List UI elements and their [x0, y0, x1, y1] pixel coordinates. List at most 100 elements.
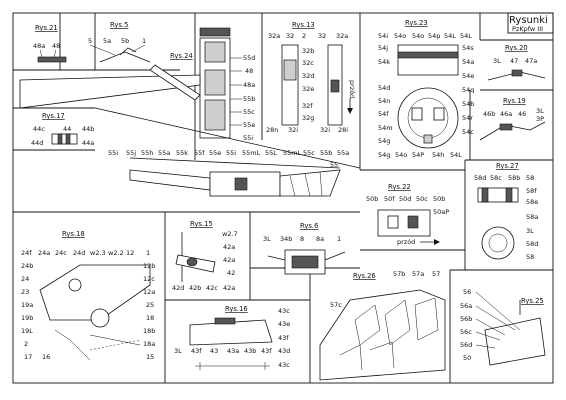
part-label: 32 — [286, 32, 294, 40]
part-label: 57c — [330, 301, 342, 309]
panel-borders — [12, 12, 554, 384]
part-label: 55k — [176, 149, 188, 157]
part-label: 54j — [378, 44, 388, 52]
part-label: 54o — [412, 32, 424, 40]
figure-rys25: Rys.25 56 56a 56b 56c 56d 50 — [460, 288, 546, 366]
part-label: 43c — [278, 307, 290, 315]
figure-title: Rys.15 — [190, 220, 213, 228]
figure-rys16: Rys.16 43c 43e 43f 3L 43f 43 43a 43b 43f… — [174, 305, 290, 370]
part-label: 3P — [536, 115, 544, 123]
part-label: 43e — [278, 320, 290, 328]
part-label: 57a — [412, 270, 424, 278]
part-label: 44d — [31, 139, 43, 147]
part-label: 47 — [510, 57, 518, 65]
part-label: 58f — [526, 187, 537, 195]
part-label: 2 — [24, 340, 28, 348]
part-label: 44b — [82, 125, 94, 133]
figure-title: Rys.6 — [300, 222, 318, 230]
sheet-subtitle: PzKpfw III — [512, 25, 543, 33]
part-label: 54k — [378, 58, 390, 66]
figure-rys6: Rys.6 3L 34b 8 8a 1 — [263, 222, 346, 275]
part-label: 57 — [432, 270, 440, 278]
part-label: 54p — [428, 32, 440, 40]
part-label: 46b — [483, 110, 495, 118]
figure-rys5: Rys.5 5 5a 5b 1 — [88, 21, 151, 63]
part-label: 54n — [378, 97, 390, 105]
part-label: 3L — [174, 347, 182, 355]
part-label: 43f — [191, 347, 202, 355]
part-label: 54i — [378, 32, 388, 40]
part-label: 57b — [393, 270, 405, 278]
part-label: 18b — [143, 327, 155, 335]
part-label: 55L — [265, 149, 277, 157]
part-label: 48 — [245, 67, 253, 75]
figure-title: Rys.18 — [62, 230, 85, 238]
figure-rys23: Rys.23 54i 54o 54o 54p 54L 54L 54j 54k 5… — [378, 19, 474, 159]
part-label: 58b — [508, 174, 520, 182]
part-label: 54o — [394, 32, 406, 40]
part-label: 54g — [378, 137, 390, 145]
part-label: 12a — [143, 288, 155, 296]
part-label: 54c — [462, 128, 474, 136]
figure-rys27: Rys.27 58d 58c 58b 58 58f 58e 58a 3L 58d… — [474, 162, 538, 261]
part-label: 1 — [337, 235, 341, 243]
part-label: 12b — [143, 262, 155, 270]
part-label: 5 — [88, 37, 92, 45]
figure-title: Rys.20 — [505, 44, 528, 52]
part-label: 46a — [500, 110, 512, 118]
part-label: 55b — [320, 149, 332, 157]
part-label: 55a — [158, 149, 170, 157]
part-label: 17 — [24, 353, 32, 361]
part-label: 44a — [82, 139, 94, 147]
part-label: 55e — [209, 149, 221, 157]
part-label: 54q — [462, 86, 474, 94]
sheet-title: Rysunki — [509, 15, 548, 26]
part-label: 16 — [42, 353, 50, 361]
part-label: 43c — [278, 361, 290, 369]
part-label: 32d — [302, 72, 314, 80]
part-label: 55d — [243, 54, 255, 62]
part-label: 2 — [302, 32, 306, 40]
part-label: 1 — [146, 249, 150, 257]
part-label: 54b — [462, 100, 474, 108]
rys18-labels: 24f 24a 24c 24d w2.3 w2.2 12 1 24b 12b 2… — [21, 249, 155, 361]
figure-rys24: Rys.24 55d 48 48a 55b 55c 55e 55i — [170, 27, 255, 142]
part-label: 32i — [288, 126, 298, 134]
figure-rys22: Rys.22 50b 50f 50d 50c 50b 50aP przód — [366, 183, 449, 246]
barrel-labels: 55i 55j 55h 55a 55k 55f 55e 55i 55mL 55L… — [108, 149, 349, 169]
part-label: 42a — [223, 284, 235, 292]
part-label: 47a — [525, 57, 537, 65]
part-label: 50b — [366, 195, 378, 203]
part-label: 42c — [206, 284, 218, 292]
part-label: 50c — [416, 195, 428, 203]
figure-title: Rys.23 — [405, 19, 428, 27]
title-block: Rysunki PzKpfw III — [507, 12, 554, 34]
figure-rys19: Rys.19 46b 46a 46 3L 3P — [479, 97, 546, 141]
part-label: 32b — [302, 47, 314, 55]
part-label: 54f — [378, 110, 389, 118]
part-label: 54a — [462, 58, 474, 66]
part-label: 8 — [300, 235, 304, 243]
direction-label: przód — [348, 80, 356, 98]
figure-rys20: Rys.20 3L 47 47a — [487, 44, 546, 81]
part-label: 18a — [143, 340, 155, 348]
part-label: 54L — [460, 32, 472, 40]
part-label: 3L — [263, 235, 271, 243]
figure-title: Rys.25 — [521, 297, 544, 305]
rys23-labels: 54i 54o 54o 54p 54L 54L 54j 54k 54s 54a … — [378, 32, 474, 159]
part-label: 19b — [21, 314, 33, 322]
part-label: 25 — [146, 301, 154, 309]
part-label: 58 — [526, 253, 534, 261]
part-label: 55c — [243, 108, 255, 116]
part-label: 56a — [460, 302, 472, 310]
part-label: 32c — [302, 59, 314, 67]
part-label: 58 — [526, 174, 534, 182]
part-label: 54L — [450, 151, 462, 159]
part-label: 55 — [330, 161, 338, 169]
part-label: 56b — [460, 315, 472, 323]
part-label: 54L — [444, 32, 456, 40]
part-label: 43a — [227, 347, 239, 355]
figure-title: Rys.22 — [388, 183, 411, 191]
part-label: 55h — [141, 149, 153, 157]
